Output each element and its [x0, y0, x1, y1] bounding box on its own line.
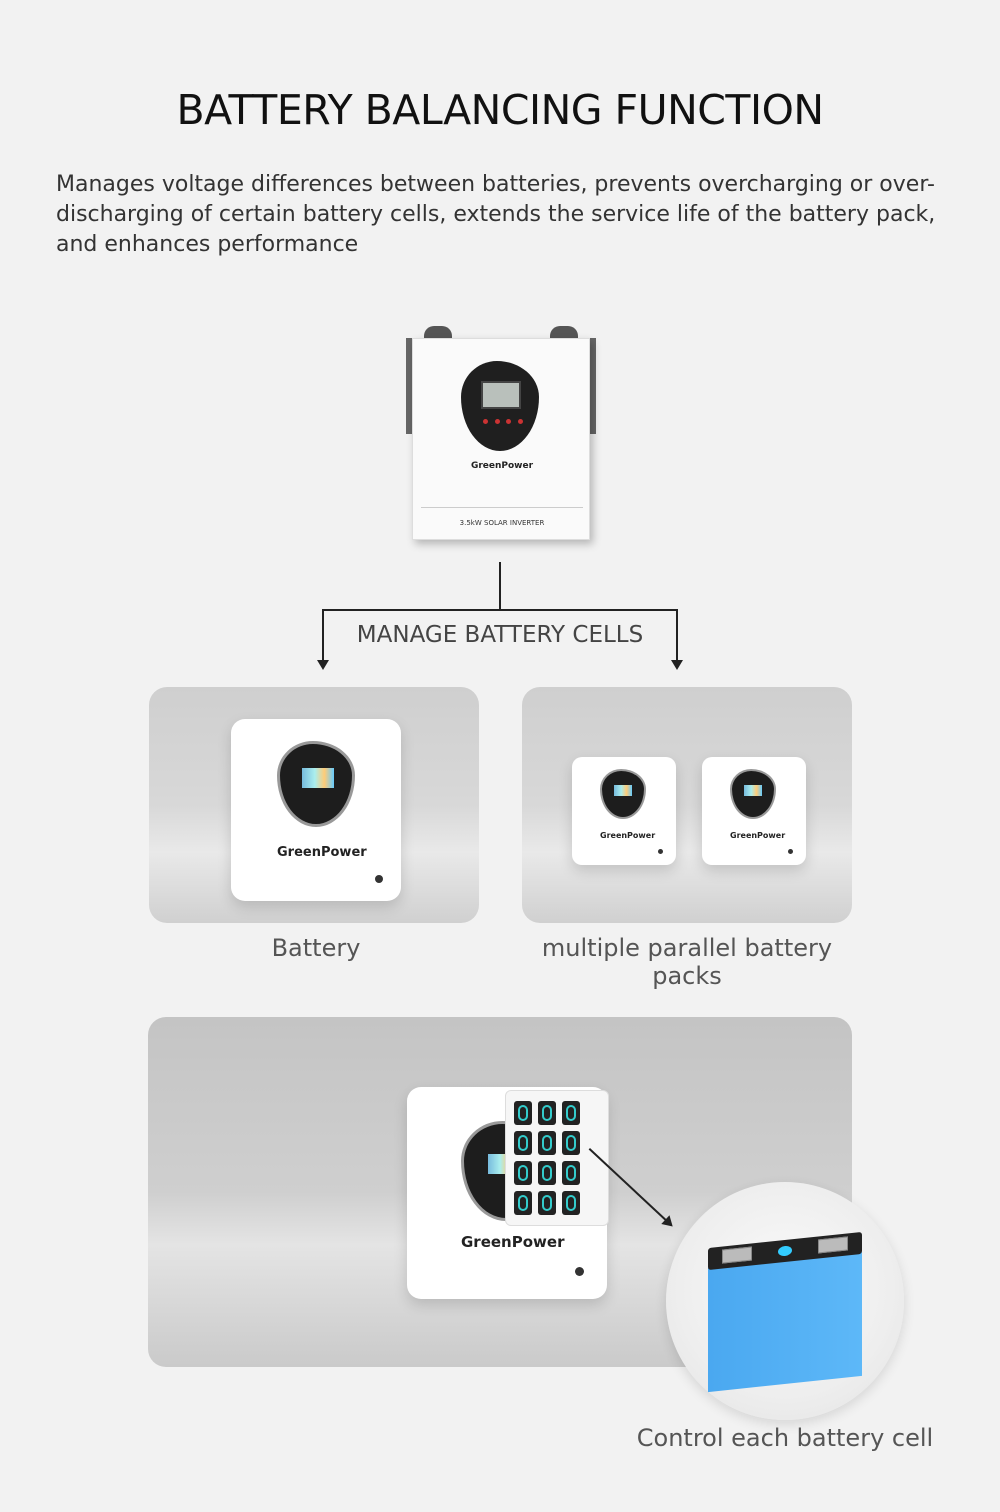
connector-left [322, 609, 324, 663]
cell-block [562, 1161, 580, 1185]
inverter-lcd [481, 381, 521, 409]
parallel-battery-1: GreenPower [572, 757, 676, 865]
cell-block [562, 1131, 580, 1155]
arrow-down-right-icon [671, 660, 683, 670]
heatsink-right [586, 338, 596, 434]
parallel-caption: multiple parallel battery packs [541, 934, 833, 990]
opened-battery-logo: GreenPower [461, 1233, 565, 1251]
inverter-model-label: 3.5kW SOLAR INVERTER [459, 519, 545, 527]
parallel-batteries-card: GreenPower GreenPower [522, 687, 852, 923]
parallel-battery-2-logo: GreenPower [730, 831, 786, 840]
inverter-control-panel [461, 361, 539, 451]
battery-cells-stack [505, 1090, 609, 1226]
arrow-down-left-icon [317, 660, 329, 670]
battery-cell-zoom [666, 1182, 904, 1420]
cell-caption: Control each battery cell [636, 1424, 934, 1452]
cell-block [514, 1161, 532, 1185]
cell-vent [778, 1245, 792, 1257]
battery-power-dot [375, 875, 383, 883]
cell-terminal-negative [818, 1236, 848, 1254]
connector-label: MANAGE BATTERY CELLS [340, 622, 660, 648]
cell-block [514, 1191, 532, 1215]
inverter-buttons [483, 419, 523, 424]
cell-block [538, 1161, 556, 1185]
parallel-battery-1-panel [600, 769, 646, 819]
cell-terminal-positive [722, 1246, 752, 1264]
battery-image: GreenPower [231, 719, 401, 901]
connector-horizontal [322, 609, 678, 611]
inverter-divider [421, 507, 583, 508]
battery-panel [277, 741, 355, 827]
page-description: Manages voltage differences between batt… [56, 172, 936, 257]
cell-block [514, 1101, 532, 1125]
cell-block [514, 1131, 532, 1155]
cell-block [538, 1101, 556, 1125]
parallel-battery-1-logo: GreenPower [600, 831, 656, 840]
cell-block [562, 1191, 580, 1215]
page-title: BATTERY BALANCING FUNCTION [176, 86, 824, 134]
parallel-battery-2-panel [730, 769, 776, 819]
battery-screen [302, 768, 334, 788]
inverter-brand-logo: GreenPower [470, 461, 534, 471]
heatsink-left [406, 338, 416, 434]
cell-block [562, 1101, 580, 1125]
cell-block [538, 1191, 556, 1215]
connector-right [676, 609, 678, 663]
battery-brand-logo: GreenPower [277, 845, 367, 860]
battery-card: GreenPower [149, 687, 479, 923]
solar-inverter-image: GreenPower 3.5kW SOLAR INVERTER [406, 326, 596, 542]
inverter-body: GreenPower 3.5kW SOLAR INVERTER [412, 338, 590, 540]
cell-block [538, 1131, 556, 1155]
parallel-battery-2: GreenPower [702, 757, 806, 865]
connector-vertical [499, 562, 501, 610]
battery-caption: Battery [271, 934, 361, 962]
battery-cell-image [708, 1231, 862, 1393]
